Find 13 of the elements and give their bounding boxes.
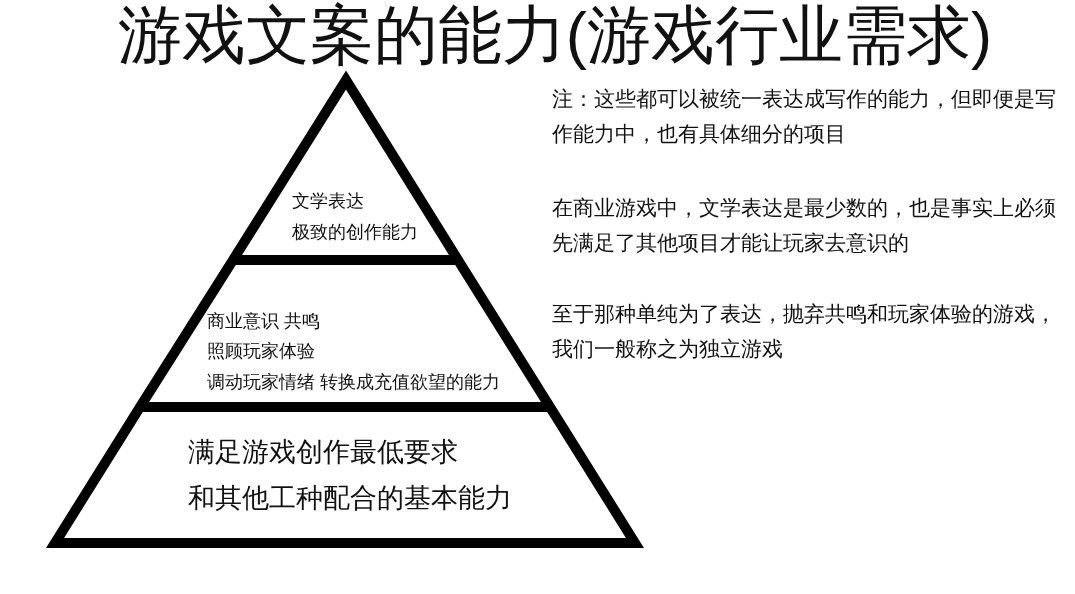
level-text: 商业意识 共鸣 (207, 309, 320, 333)
note-text: 注：这些都可以被统一表达成写作的能力，但即便是写作能力中，也有具体细分的项目 (552, 86, 1057, 147)
note-text: 在商业游戏中，文学表达是最少数的，也是事实上必须先满足了其他项目才能让玩家去意识的 (552, 195, 1057, 256)
level-text: 照顾玩家体验 (207, 340, 315, 363)
title: 游戏文案的能力(游戏行业需求) (117, 0, 993, 70)
level-text: 文学表达 (292, 190, 364, 213)
level-text: 满足游戏创作最低要求 (188, 436, 458, 470)
note-text: 至于那种单纯为了表达，抛弃共鸣和玩家体验的游戏，我们一般称之为独立游戏 (552, 301, 1057, 362)
level-text: 极致的创作能力 (292, 221, 418, 244)
level-text: 调动玩家情绪 转换成充值欲望的能力 (207, 370, 500, 394)
pyramid-level (44, 407, 646, 549)
pyramid-level (225, 70, 466, 260)
level-text: 和其他工种配合的基本能力 (188, 482, 512, 516)
